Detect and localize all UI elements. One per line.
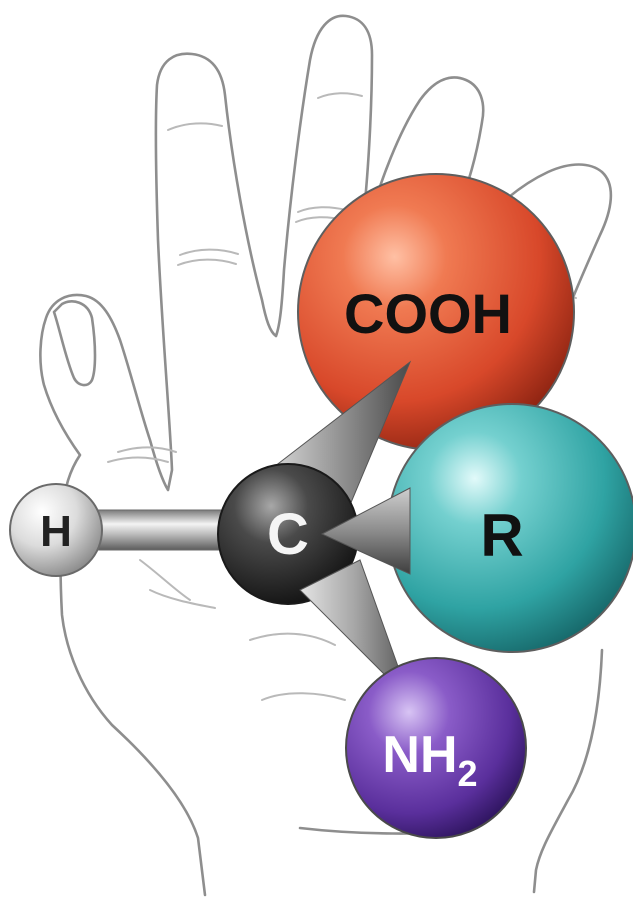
c-label: C xyxy=(267,502,309,567)
nh2-label-main: NH xyxy=(382,726,457,784)
cooh-label: COOH xyxy=(344,282,512,345)
r-atom: R xyxy=(387,403,633,653)
nh2-label: NH2 xyxy=(382,726,477,794)
c-nh2-bond xyxy=(299,559,411,701)
h-label: H xyxy=(40,507,72,556)
nh2-label-subscript: 2 xyxy=(458,753,478,794)
c-atom: C xyxy=(217,463,359,605)
h-atom: H xyxy=(9,483,103,577)
r-label: R xyxy=(480,502,523,569)
c-r-bond xyxy=(320,487,411,575)
nh2-atom: NH2 xyxy=(345,657,527,839)
